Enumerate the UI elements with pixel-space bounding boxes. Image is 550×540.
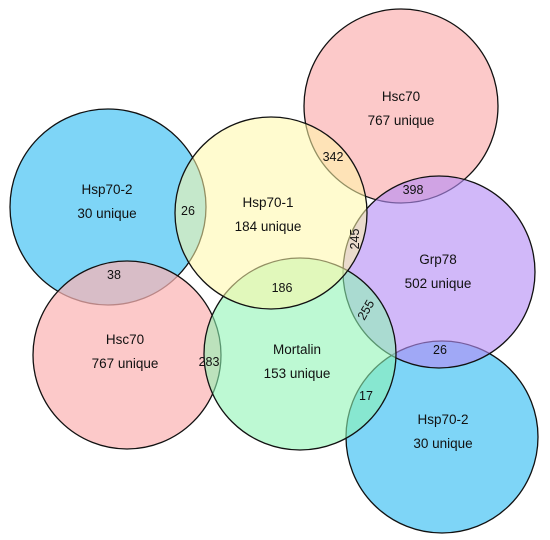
set-unique-hsp70-1: 184 unique xyxy=(235,219,302,234)
overlap-hsp70-1-mortalin: 186 xyxy=(272,281,293,295)
venn-circles xyxy=(9,8,539,534)
set-unique-hsc70-top: 767 unique xyxy=(368,113,435,128)
overlap-labels: 342 398 26 245 38 186 255 283 26 17 xyxy=(107,150,447,403)
circle-hsc70-bottom xyxy=(32,260,222,450)
set-unique-mortalin: 153 unique xyxy=(264,366,331,381)
set-unique-hsp70-2-top: 30 unique xyxy=(77,206,136,221)
set-labels: Hsp70-2 30 unique Hsc70 767 unique Hsc70… xyxy=(77,89,472,451)
set-name-hsc70-top: Hsc70 xyxy=(382,89,420,104)
set-name-hsc70-bottom: Hsc70 xyxy=(106,332,144,347)
overlap-hsc70-top-grp78: 398 xyxy=(403,183,424,197)
set-name-grp78: Grp78 xyxy=(419,252,457,267)
overlap-hsc70-bottom-mortalin: 283 xyxy=(199,355,220,369)
set-unique-grp78: 502 unique xyxy=(405,276,472,291)
set-name-mortalin: Mortalin xyxy=(273,342,321,357)
set-name-hsp70-2-bottom: Hsp70-2 xyxy=(417,412,468,427)
circle-hsp70-1 xyxy=(174,116,368,310)
overlap-hsp70-2-top-hsc70-bottom: 38 xyxy=(107,268,121,282)
overlap-grp78-hsp70-2-bottom: 26 xyxy=(433,343,447,357)
set-name-hsp70-2-top: Hsp70-2 xyxy=(81,182,132,197)
overlap-hsp70-1-hsc70-top: 342 xyxy=(323,150,344,164)
overlap-hsp70-2-top-hsp70-1: 26 xyxy=(181,204,195,218)
set-unique-hsp70-2-bottom: 30 unique xyxy=(413,436,472,451)
set-name-hsp70-1: Hsp70-1 xyxy=(242,195,293,210)
overlap-mortalin-hsp70-2-bottom: 17 xyxy=(359,389,373,403)
overlap-hsp70-1-grp78: 245 xyxy=(348,229,362,250)
set-unique-hsc70-bottom: 767 unique xyxy=(92,356,159,371)
